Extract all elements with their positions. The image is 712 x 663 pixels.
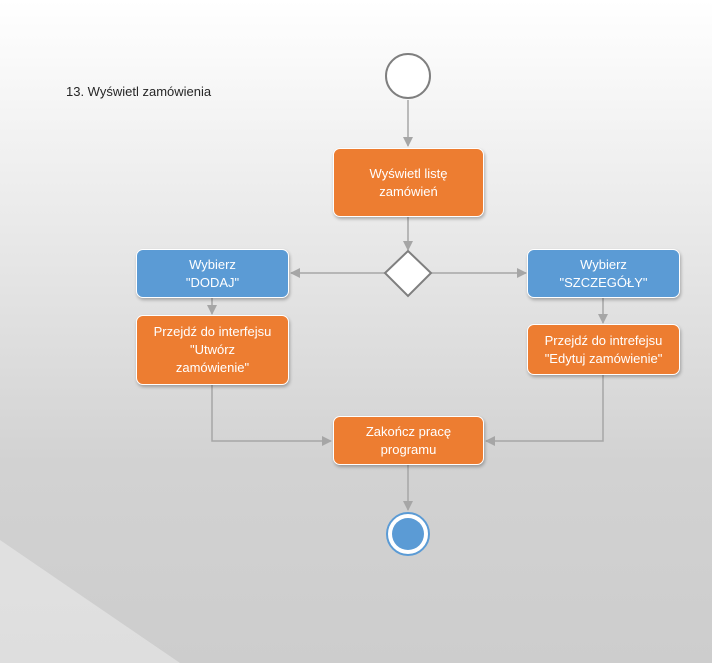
decision-node — [383, 249, 433, 298]
final-node — [392, 518, 424, 550]
action-go-create-order: Przejdź do interfejsu "Utwórz zamówienie… — [136, 315, 289, 385]
action-end-program: Zakończ pracę programu — [333, 416, 484, 465]
action-show-order-list: Wyświetl listę zamówień — [333, 148, 484, 217]
edge-create-to-end — [211, 385, 332, 446]
edge-edit-to-end — [485, 375, 604, 446]
action-select-add: Wybierz "DODAJ" — [136, 249, 289, 298]
start-node — [385, 53, 431, 99]
action-go-edit-order: Przejdź do intrefejsu "Edytuj zamówienie… — [527, 324, 680, 375]
diagram-title: 13. Wyświetl zamówienia — [66, 84, 212, 99]
action-select-details: Wybierz "SZCZEGÓŁY" — [527, 249, 680, 298]
